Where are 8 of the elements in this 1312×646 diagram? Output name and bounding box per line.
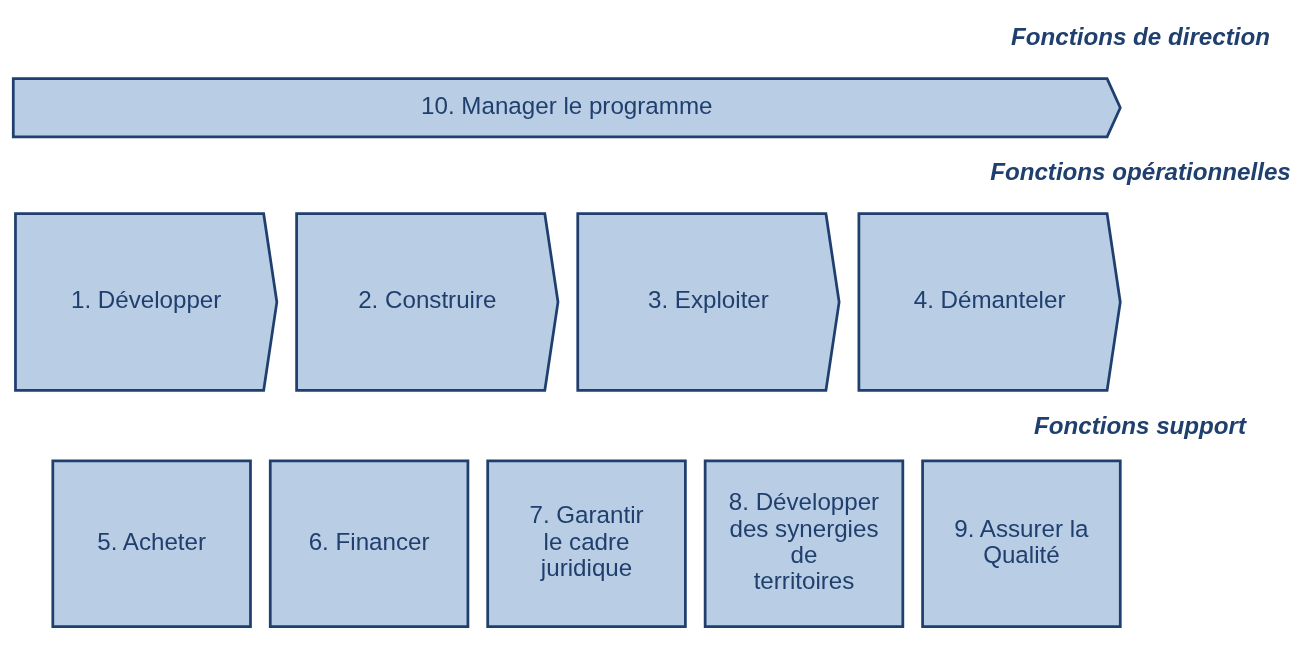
node-box: 5. Acheter	[51, 458, 252, 628]
label: Fonctions support	[1034, 411, 1247, 439]
node-box: 7. Garantir le cadre juridique	[486, 458, 687, 628]
node-box: 8. Développer des synergies de territoires	[703, 458, 905, 628]
node-box: 9. Assurer la Qualité	[921, 458, 1122, 628]
label: Fonctions opérationnelles	[990, 157, 1291, 185]
label: Fonctions de direction	[1011, 22, 1271, 50]
node-box: 6. Financer	[268, 458, 470, 628]
